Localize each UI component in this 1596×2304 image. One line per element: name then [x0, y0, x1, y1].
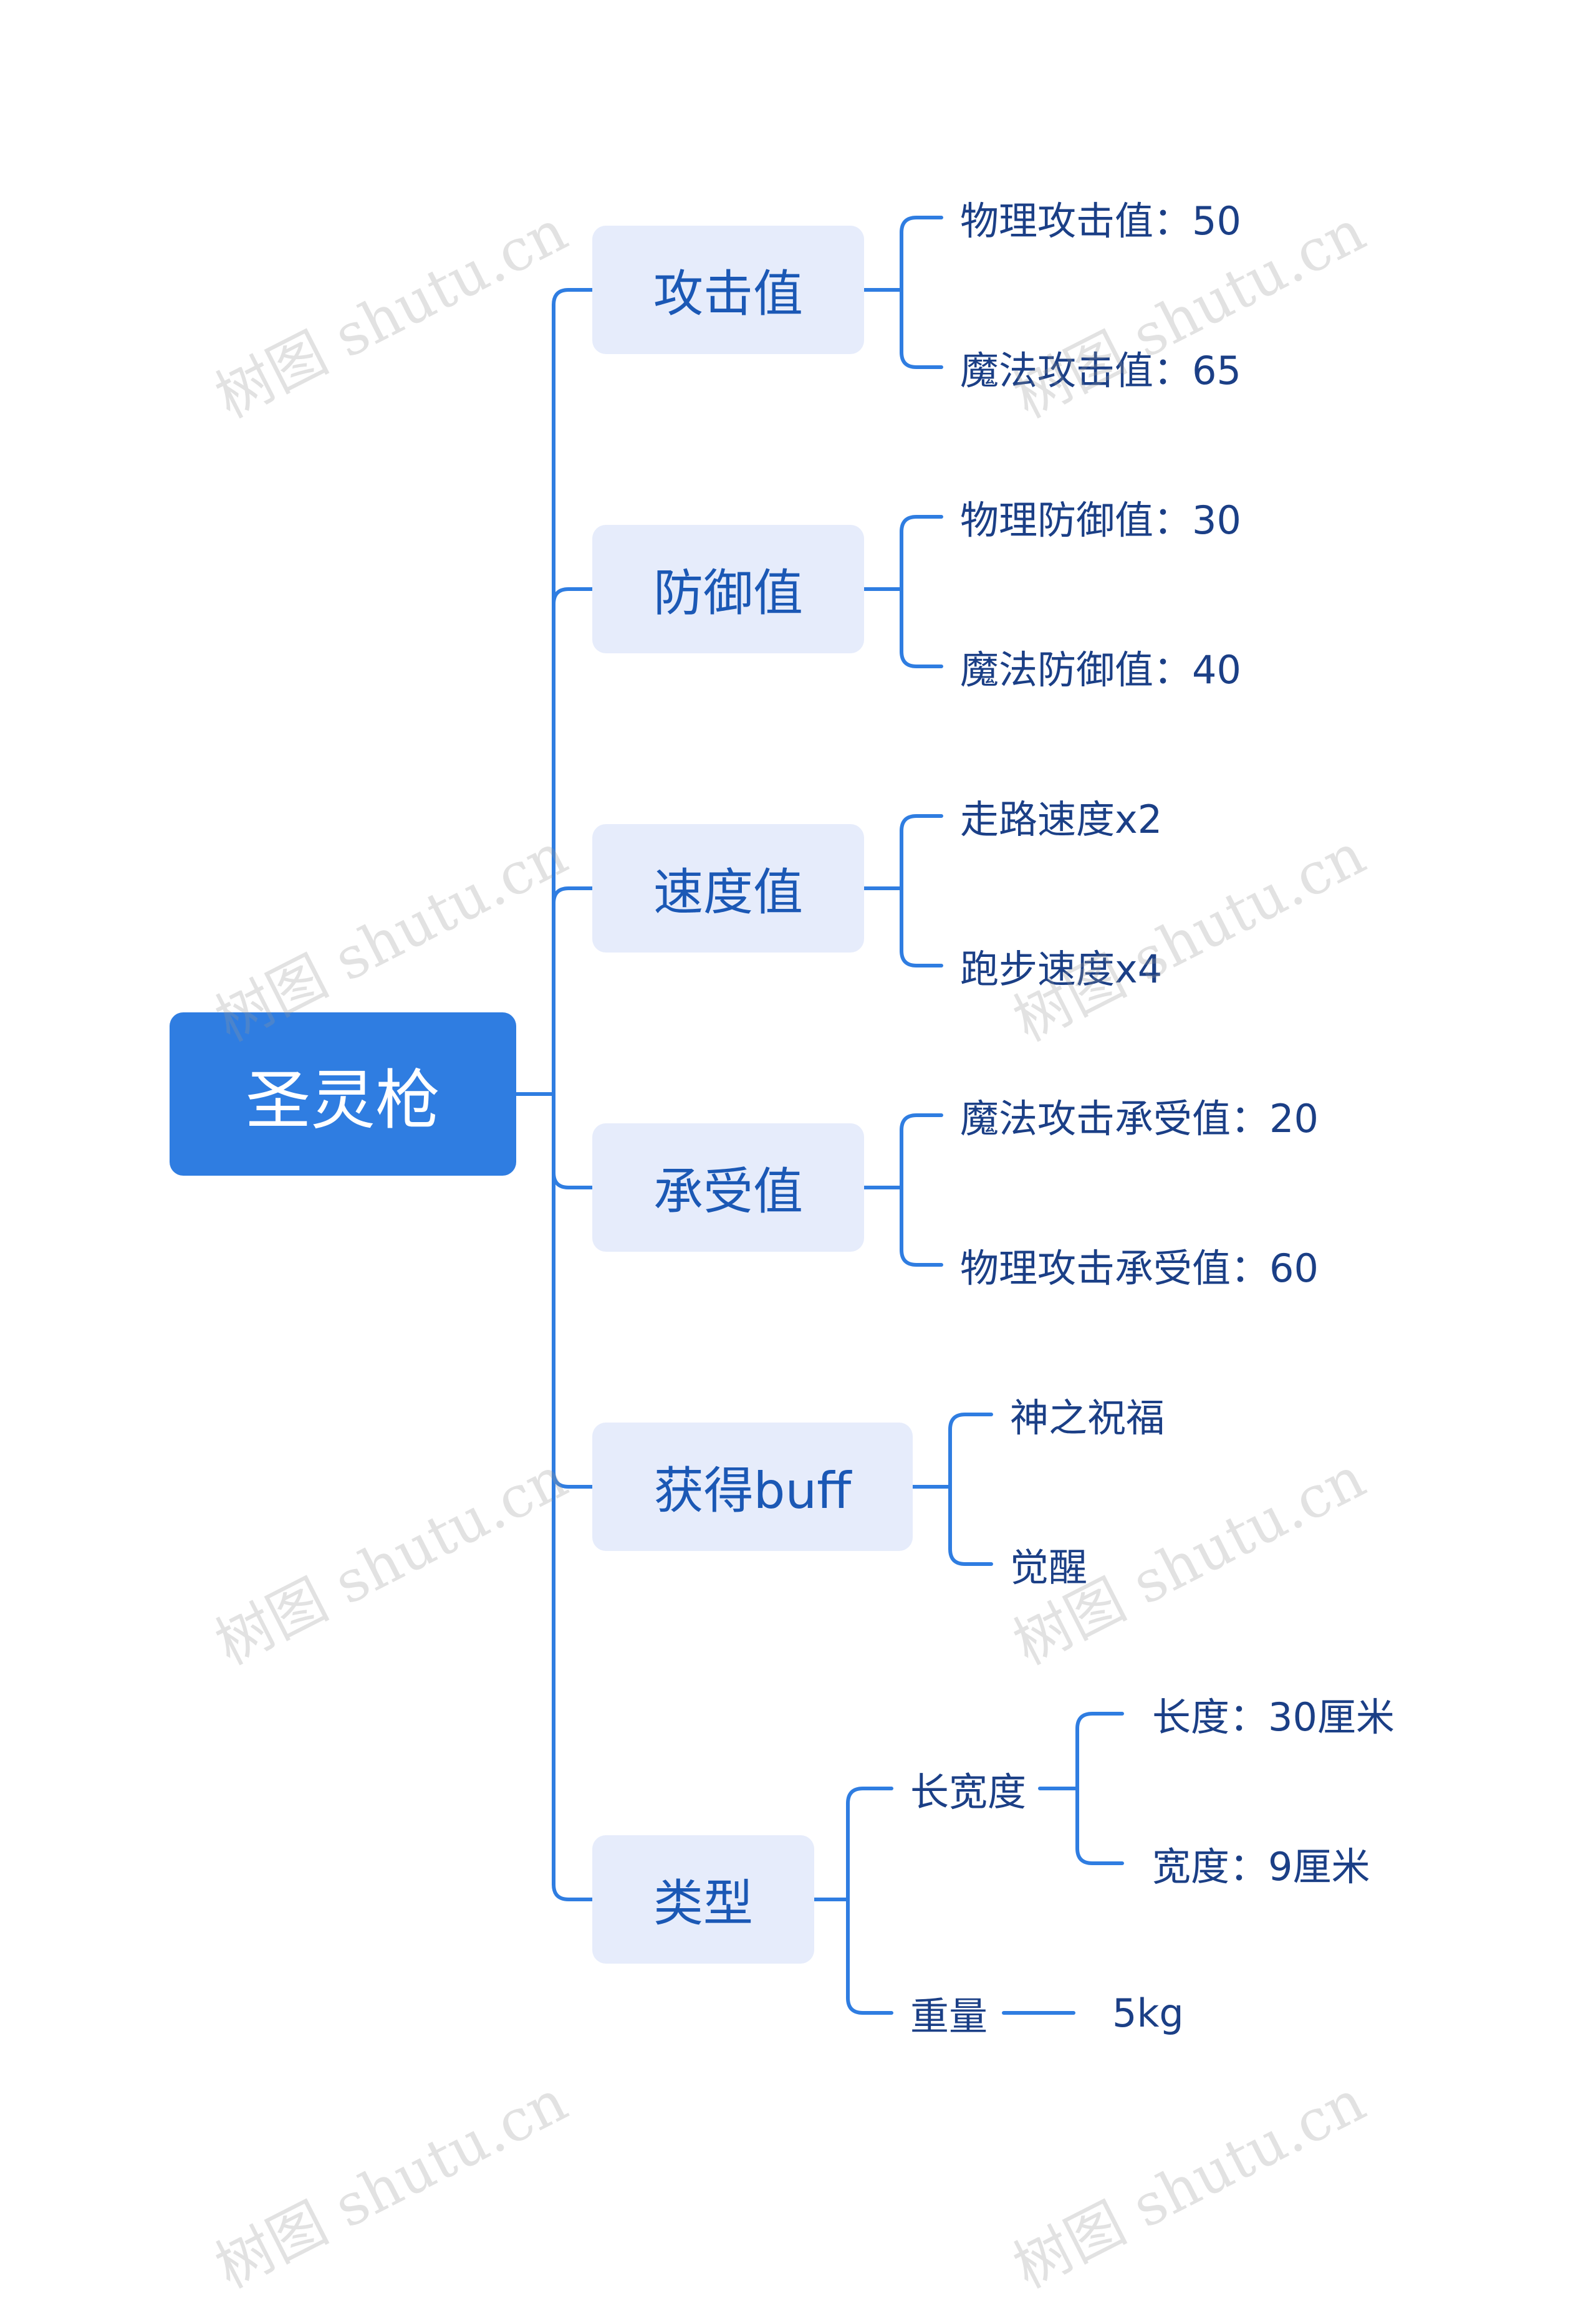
leaf-physical-endurance[interactable]: 物理攻击承受值：60: [960, 1246, 1319, 1291]
connector-line: [900, 949, 943, 967]
connector-line: [900, 350, 943, 369]
branch-buff[interactable]: 获得buff: [592, 1423, 913, 1551]
connector-line: [552, 1470, 594, 1489]
connector-line: [552, 1883, 594, 1901]
connector-line: [948, 1547, 993, 1566]
branch-defense[interactable]: 防御值: [592, 525, 864, 653]
leaf-physical-attack[interactable]: 物理攻击值：50: [960, 198, 1241, 244]
connector-line: [900, 1248, 943, 1267]
branch-speed[interactable]: 速度值: [592, 824, 864, 953]
leaf-run-speed[interactable]: 跑步速度x4: [960, 946, 1163, 992]
connector-line: [552, 587, 594, 606]
leaf-awakening[interactable]: 觉醒: [1010, 1545, 1088, 1590]
connector-lines: [514, 216, 1124, 2015]
connector-line: [846, 1996, 893, 2015]
root-node[interactable]: 圣灵枪: [170, 1012, 516, 1176]
connector-line: [900, 650, 943, 668]
leaf-magic-endurance[interactable]: 魔法攻击承受值：20: [960, 1096, 1319, 1141]
leaf-width[interactable]: 宽度：9厘米: [1152, 1844, 1370, 1889]
mind-map: 圣灵枪 攻击值 物理攻击值：50 魔法攻击值：65 防御值 物理防御值：30 魔…: [170, 198, 1395, 2301]
connector-line: [900, 216, 943, 234]
branch-endurance[interactable]: 承受值: [592, 1123, 864, 1252]
connector-line: [948, 1413, 993, 1431]
leaf-magic-defense[interactable]: 魔法防御值：40: [960, 647, 1241, 693]
leaf-length[interactable]: 长度：30厘米: [1152, 1694, 1395, 1740]
connector-line: [552, 1171, 594, 1189]
branch-attack[interactable]: 攻击值: [592, 226, 864, 354]
leaf-walk-speed[interactable]: 走路速度x2: [960, 797, 1163, 842]
branch-type[interactable]: 类型: [592, 1835, 814, 1964]
connector-line: [900, 1113, 943, 1132]
connector-line: [846, 1787, 893, 1805]
leaf-weight-value[interactable]: 5kg: [1112, 1990, 1184, 2036]
connector-line: [900, 814, 943, 833]
sub-size[interactable]: 长宽度: [910, 1769, 1027, 1815]
connector-line: [552, 288, 594, 307]
connector-line: [1075, 1846, 1124, 1865]
sub-weight[interactable]: 重量: [910, 1994, 988, 2039]
connector-line: [552, 886, 594, 905]
leaf-magic-attack[interactable]: 魔法攻击值：65: [960, 348, 1241, 393]
connector-line: [900, 515, 943, 534]
connector-line: [1075, 1712, 1124, 1730]
leaf-physical-defense[interactable]: 物理防御值：30: [960, 497, 1241, 543]
leaf-divine-blessing[interactable]: 神之祝福: [1010, 1395, 1165, 1441]
